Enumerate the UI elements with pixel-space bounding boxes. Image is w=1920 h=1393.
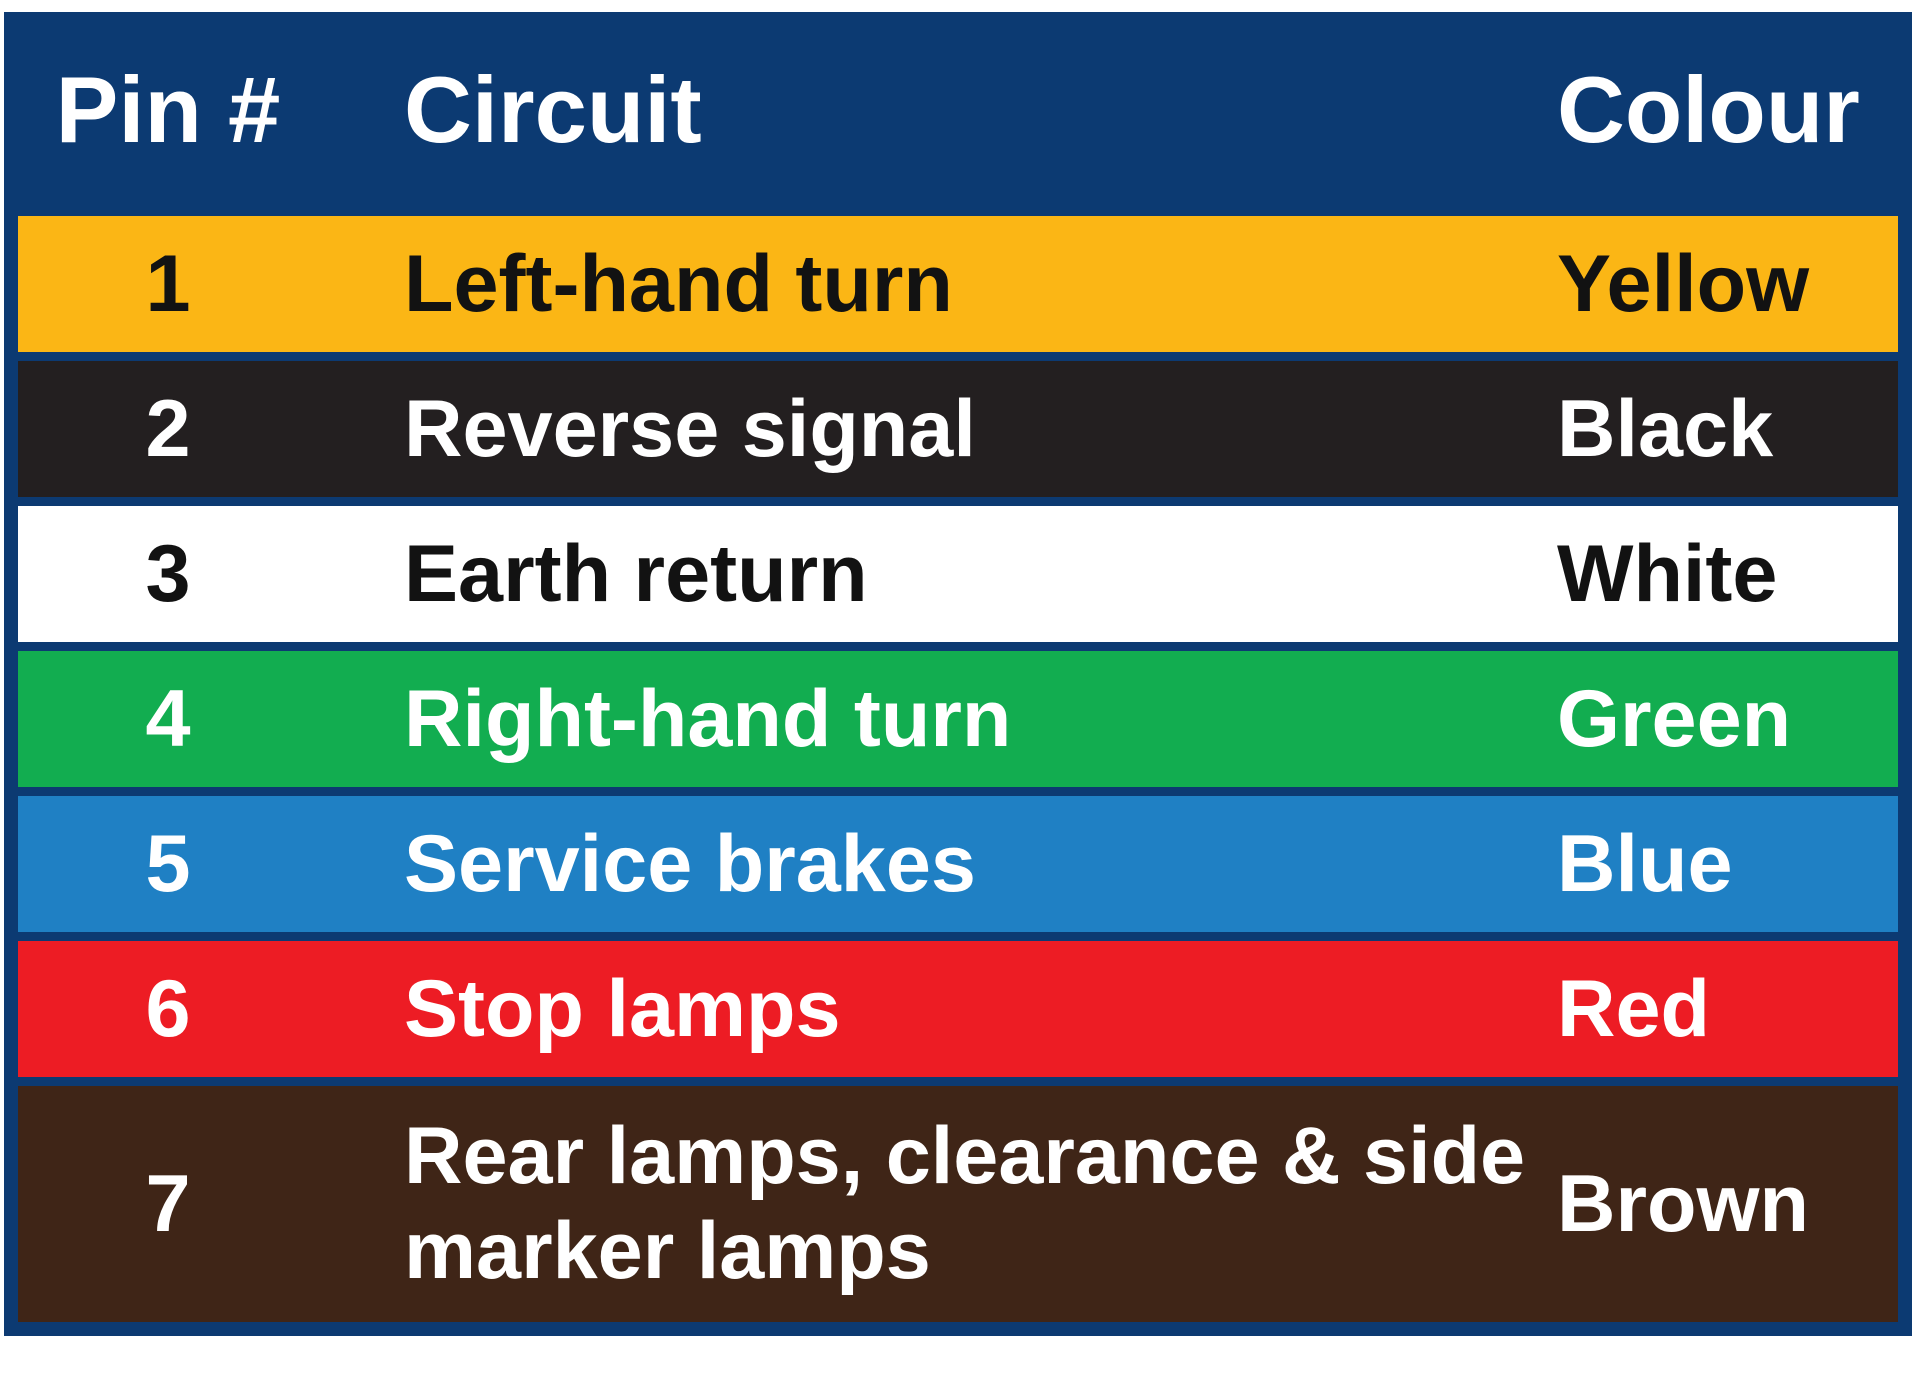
header-pin: Pin # bbox=[55, 56, 281, 162]
header-colour: Colour bbox=[1557, 56, 1860, 162]
pin-number-cell: 3 bbox=[145, 528, 191, 619]
colour-label-cell: Green bbox=[1557, 673, 1792, 764]
colour-label-cell: Black bbox=[1557, 383, 1774, 474]
pin-number-cell: 1 bbox=[145, 238, 191, 329]
colour-label-cell: Red bbox=[1557, 963, 1711, 1054]
table-body: 1 Left-hand turn Yellow 2 Reverse signal… bbox=[18, 216, 1898, 1322]
circuit-label-cell: Stop lamps bbox=[404, 963, 841, 1054]
colour-label-cell: White bbox=[1557, 528, 1778, 619]
circuit-label-cell: Rear lamps, clearance & side marker lamp… bbox=[404, 1111, 1526, 1296]
table-row: 1 Left-hand turn Yellow bbox=[18, 216, 1898, 352]
pin-number-cell: 4 bbox=[145, 673, 191, 764]
table-row: 2 Reverse signal Black bbox=[18, 361, 1898, 497]
pin-number-cell: 2 bbox=[145, 383, 191, 474]
pin-number-cell: 7 bbox=[145, 1158, 191, 1249]
table-row: 5 Service brakes Blue bbox=[18, 796, 1898, 932]
circuit-label-cell: Earth return bbox=[404, 528, 868, 619]
table-row: 7 Rear lamps, clearance & side marker la… bbox=[18, 1086, 1898, 1322]
wiring-colour-table: Pin # Circuit Colour 1 Left-hand turn Ye… bbox=[4, 12, 1912, 1336]
pin-number-cell: 5 bbox=[145, 818, 191, 909]
table-header-row: Pin # Circuit Colour bbox=[18, 12, 1898, 207]
table-row: 3 Earth return White bbox=[18, 506, 1898, 642]
pin-number-cell: 6 bbox=[145, 963, 191, 1054]
table-row: 6 Stop lamps Red bbox=[18, 941, 1898, 1077]
circuit-label-cell: Left-hand turn bbox=[404, 238, 953, 329]
colour-label-cell: Yellow bbox=[1557, 238, 1810, 329]
colour-label-cell: Blue bbox=[1557, 818, 1733, 909]
table-row: 4 Right-hand turn Green bbox=[18, 651, 1898, 787]
colour-label-cell: Brown bbox=[1557, 1158, 1809, 1249]
circuit-label-cell: Service brakes bbox=[404, 818, 976, 909]
circuit-label-cell: Right-hand turn bbox=[404, 673, 1012, 764]
circuit-label-cell: Reverse signal bbox=[404, 383, 976, 474]
header-circuit: Circuit bbox=[404, 56, 702, 162]
